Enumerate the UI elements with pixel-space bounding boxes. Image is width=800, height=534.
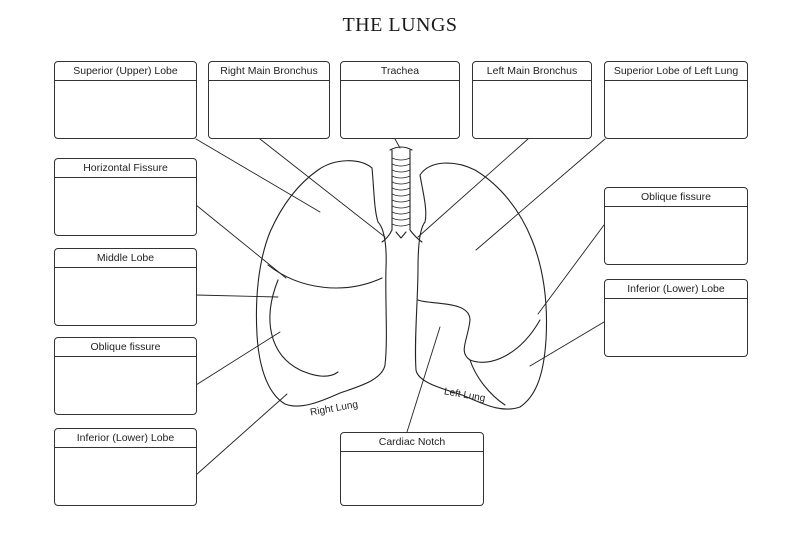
leader-right-main-bronchus [259,138,386,238]
leader-middle-lobe [195,294,279,298]
label-inferior-lobe-left: Inferior (Lower) Lobe [605,280,747,299]
leader-oblique-fissure-right [195,331,281,386]
trachea-shape [389,146,413,231]
right-lung-outline [255,160,387,407]
leader-oblique-fissure-left [537,224,605,315]
label-oblique-fissure-left: Oblique fissure [605,188,747,207]
label-box-right-main-bronchus[interactable]: Right Main Bronchus [208,61,330,139]
label-box-inferior-lobe-left[interactable]: Inferior (Lower) Lobe [604,279,748,357]
leader-trachea [394,138,401,149]
trachea-rings [391,157,411,227]
label-box-horizontal-fissure[interactable]: Horizontal Fissure [54,158,197,236]
label-inferior-lobe-right: Inferior (Lower) Lobe [55,429,196,448]
label-right-main-bronchus: Right Main Bronchus [209,62,329,81]
left-lung-label: Left Lung [443,386,486,404]
page-title: THE LUNGS [342,14,458,36]
label-box-cardiac-notch[interactable]: Cardiac Notch [340,432,484,506]
label-box-left-main-bronchus[interactable]: Left Main Bronchus [472,61,592,139]
label-middle-lobe: Middle Lobe [55,249,196,268]
label-superior-lobe-left-lung: Superior Lobe of Left Lung [605,62,747,81]
label-box-middle-lobe[interactable]: Middle Lobe [54,248,197,326]
horizontal-fissure-line [267,264,383,289]
left-lung-outline [414,162,548,410]
label-cardiac-notch: Cardiac Notch [341,433,483,452]
label-box-oblique-fissure-right[interactable]: Oblique fissure [54,337,197,415]
leader-inferior-lobe-right [195,393,288,476]
leader-left-main-bronchus [417,138,529,238]
label-trachea: Trachea [341,62,459,81]
leader-superior-upper-lobe [195,138,321,213]
label-oblique-fissure-right: Oblique fissure [55,338,196,357]
right-bronchus [381,229,423,243]
label-box-inferior-lobe-right[interactable]: Inferior (Lower) Lobe [54,428,197,506]
label-left-main-bronchus: Left Main Bronchus [473,62,591,81]
label-box-trachea[interactable]: Trachea [340,61,460,139]
cardiac-notch-line [417,299,541,363]
left-oblique-fissure-line [469,359,506,406]
label-box-superior-upper-lobe[interactable]: Superior (Upper) Lobe [54,61,197,139]
leader-inferior-lobe-left [529,321,605,367]
label-box-superior-lobe-left-lung[interactable]: Superior Lobe of Left Lung [604,61,748,139]
leader-cardiac-notch [406,326,441,433]
label-box-oblique-fissure-left[interactable]: Oblique fissure [604,187,748,265]
leader-horizontal-fissure [195,204,287,279]
leader-superior-lobe-left [475,138,606,251]
label-superior-upper-lobe: Superior (Upper) Lobe [55,62,196,81]
right-oblique-fissure-line [269,279,339,377]
label-horizontal-fissure: Horizontal Fissure [55,159,196,178]
